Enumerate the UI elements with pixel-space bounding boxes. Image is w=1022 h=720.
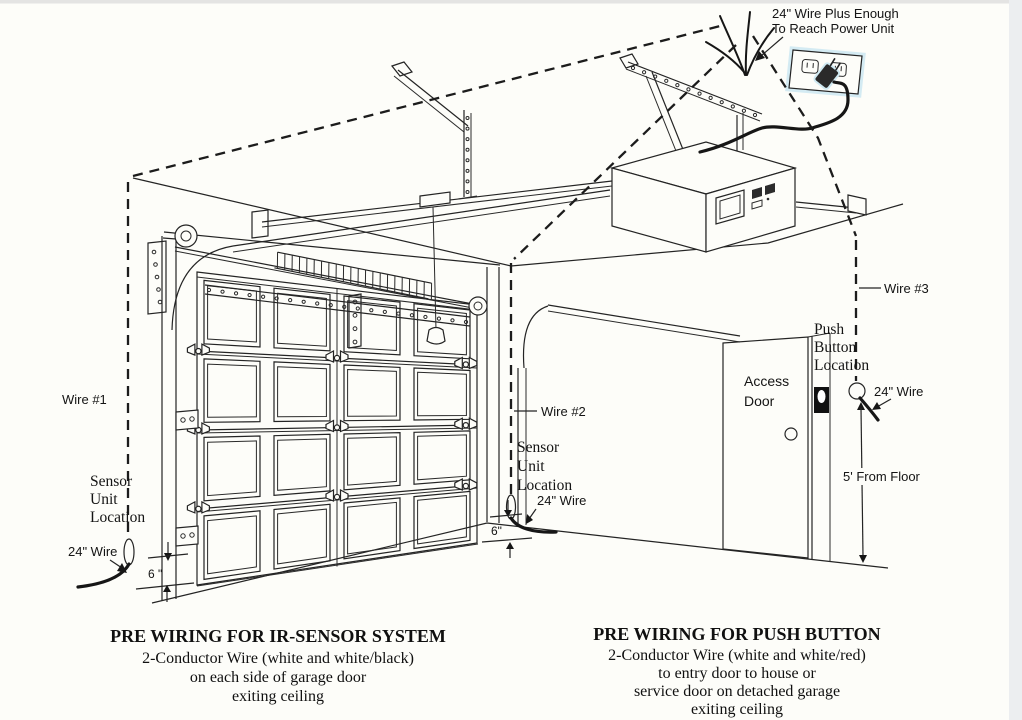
caption-ir-line2: 2-Conductor Wire (white and white/black) (142, 650, 414, 667)
wire3-label: Wire #3 (884, 281, 929, 296)
wire24-center-label: 24" Wire (537, 493, 586, 508)
wire-routes (126, 23, 858, 540)
caption-pb-title: PRE WIRING FOR PUSH BUTTON (593, 624, 880, 644)
caption-ir-title: PRE WIRING FOR IR-SENSOR SYSTEM (110, 626, 446, 646)
push-button-line2: Button (814, 339, 856, 356)
sensor-wire-left (76, 538, 135, 589)
dim-6-left-label: 6 " (148, 567, 162, 581)
captions: PRE WIRING FOR IR-SENSOR SYSTEM 2-Conduc… (110, 624, 881, 718)
ceiling-wire-route-left (132, 23, 725, 178)
sensor-left-line2: Unit (90, 491, 118, 508)
dimension-6in-left: 6 " (135, 542, 195, 602)
access-door-line2: Door (744, 393, 775, 409)
wire24-left-label: 24" Wire (68, 544, 117, 559)
opener-light-lens (715, 189, 745, 225)
jamb-plate (175, 525, 199, 547)
annotations: 24" Wire Plus Enough To Reach Power Unit… (62, 6, 929, 573)
access-door (722, 332, 831, 562)
garage-door (147, 234, 479, 601)
trolley (419, 191, 451, 208)
sensor-center-line1: Sensor (517, 439, 560, 456)
wire2-label: Wire #2 (541, 404, 586, 419)
release-cord (432, 206, 437, 331)
header-bracket (251, 209, 269, 239)
dim-6-center-label: 6" (491, 524, 502, 538)
push-button-wire (848, 382, 880, 422)
cable-drum-left (162, 224, 198, 248)
torsion-spring-assembly (162, 224, 488, 349)
sensor-left-line1: Sensor (90, 473, 133, 490)
five-from-floor-label: 5' From Floor (843, 469, 921, 484)
caption-pb-line5: exiting ceiling (691, 701, 783, 718)
access-door-line1: Access (744, 373, 789, 389)
caption-pb-line3: to entry door to house or (658, 665, 816, 682)
door-knob (784, 427, 798, 441)
power-plug (813, 57, 842, 90)
power-label-line2: To Reach Power Unit (772, 21, 894, 36)
caption-pb-line4: service door on detached garage (634, 683, 840, 700)
wire2-ceiling-route (513, 44, 737, 260)
door-tracks (171, 189, 867, 527)
opener-motor-unit (609, 141, 798, 253)
ceiling-hanger (390, 61, 478, 200)
sensor-center-line3: Location (517, 477, 572, 494)
caption-ir-line3: on each side of garage door (190, 669, 367, 686)
push-button-line1: Push (814, 321, 844, 338)
caption-pb-line2: 2-Conductor Wire (white and white/red) (608, 647, 866, 664)
flag-bracket (147, 240, 167, 315)
power-unit-area (698, 11, 866, 154)
release-handle (426, 326, 446, 345)
push-button-line3: Location (814, 357, 869, 374)
jamb-plate (175, 409, 199, 431)
power-label-line1: 24" Wire Plus Enough (772, 6, 899, 21)
ceiling-wire-bundle (705, 11, 775, 76)
sensor-left-line3: Location (90, 509, 145, 526)
dimension-6in-center: 6" (481, 500, 533, 558)
right-edge-artifact (1009, 0, 1022, 720)
wire1-label: Wire #1 (62, 392, 107, 407)
punched-strip (348, 293, 362, 349)
spring-coil (274, 251, 433, 300)
opener-button-panel (752, 187, 762, 199)
top-edge-artifact (0, 0, 1022, 4)
caption-ir-line4: exiting ceiling (232, 688, 324, 705)
wire3-ceiling-route (752, 35, 858, 237)
wire24-right-label: 24" Wire (874, 384, 923, 399)
sensor-center-line2: Unit (517, 458, 545, 475)
cable-drum-right (468, 296, 488, 316)
push-button (814, 387, 829, 413)
dimension-5ft: 5' From Floor (840, 402, 932, 563)
